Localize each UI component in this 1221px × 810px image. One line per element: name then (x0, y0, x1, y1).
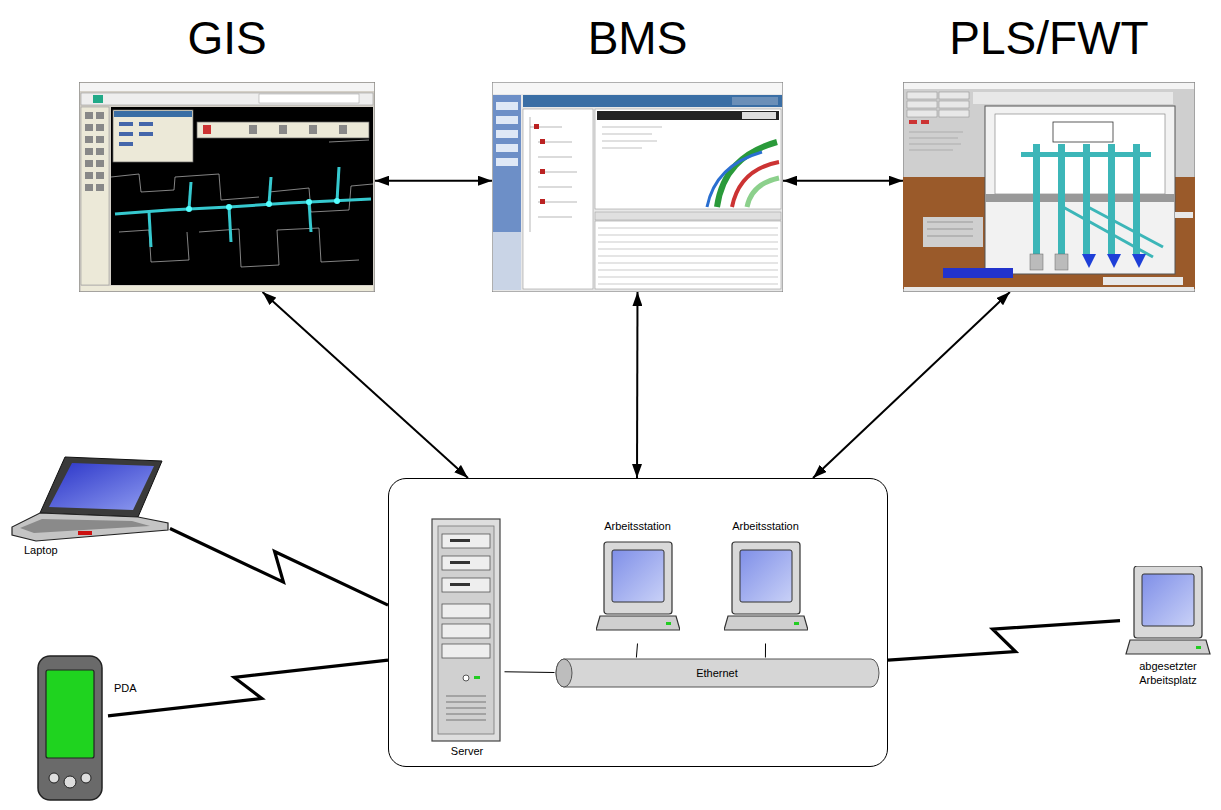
gis-illustration (79, 82, 375, 292)
device-label: Ethernet (696, 658, 738, 688)
device-label: Laptop (24, 544, 58, 558)
server-illustration (430, 518, 505, 760)
network-cable (765, 644, 766, 658)
network-enclosure: Server Arbeitsstation ArbeitsstationEthern… (388, 478, 888, 767)
data-exchange-arrow (813, 292, 1010, 478)
wireless-link (170, 529, 388, 606)
system-title: BMS (412, 13, 863, 64)
pls-illustration (903, 82, 1195, 292)
device-label: PDA (114, 682, 137, 696)
device-label: Server (451, 745, 483, 759)
data-exchange-arrow (783, 180, 903, 182)
gis-screenshot: GIS (79, 82, 375, 292)
pda-device: PDA (34, 652, 108, 804)
bms-illustration (492, 82, 783, 292)
remote-workstation: abgesetzter Arbeitsplatz (1120, 566, 1216, 696)
wireless-link (888, 621, 1120, 660)
data-exchange-arrow (636, 292, 639, 478)
workstation: Arbeitsstation (724, 518, 808, 644)
system-title: GIS (0, 13, 455, 64)
ws-illustration (596, 518, 680, 644)
wireless-link (108, 660, 388, 716)
server-tower: Server (430, 518, 505, 760)
device-label: Arbeitsstation (732, 520, 799, 534)
ws-illustration (724, 518, 808, 644)
device-label: Arbeitsstation (604, 520, 671, 534)
network-cable (636, 644, 637, 658)
pls-screenshot: PLS/FWT (903, 82, 1195, 292)
bms-screenshot: BMS (492, 82, 783, 292)
ethernet-cable: Ethernet (555, 658, 880, 688)
workstation: Arbeitsstation (596, 518, 680, 644)
pda-illustration (34, 652, 108, 804)
data-exchange-arrow (263, 292, 468, 478)
network-cable (505, 671, 555, 673)
laptop-device: Laptop (10, 455, 170, 560)
device-label: abgesetzter Arbeitsplatz (1120, 660, 1216, 688)
system-title: PLS/FWT (823, 13, 1221, 64)
data-exchange-arrow (375, 180, 492, 182)
